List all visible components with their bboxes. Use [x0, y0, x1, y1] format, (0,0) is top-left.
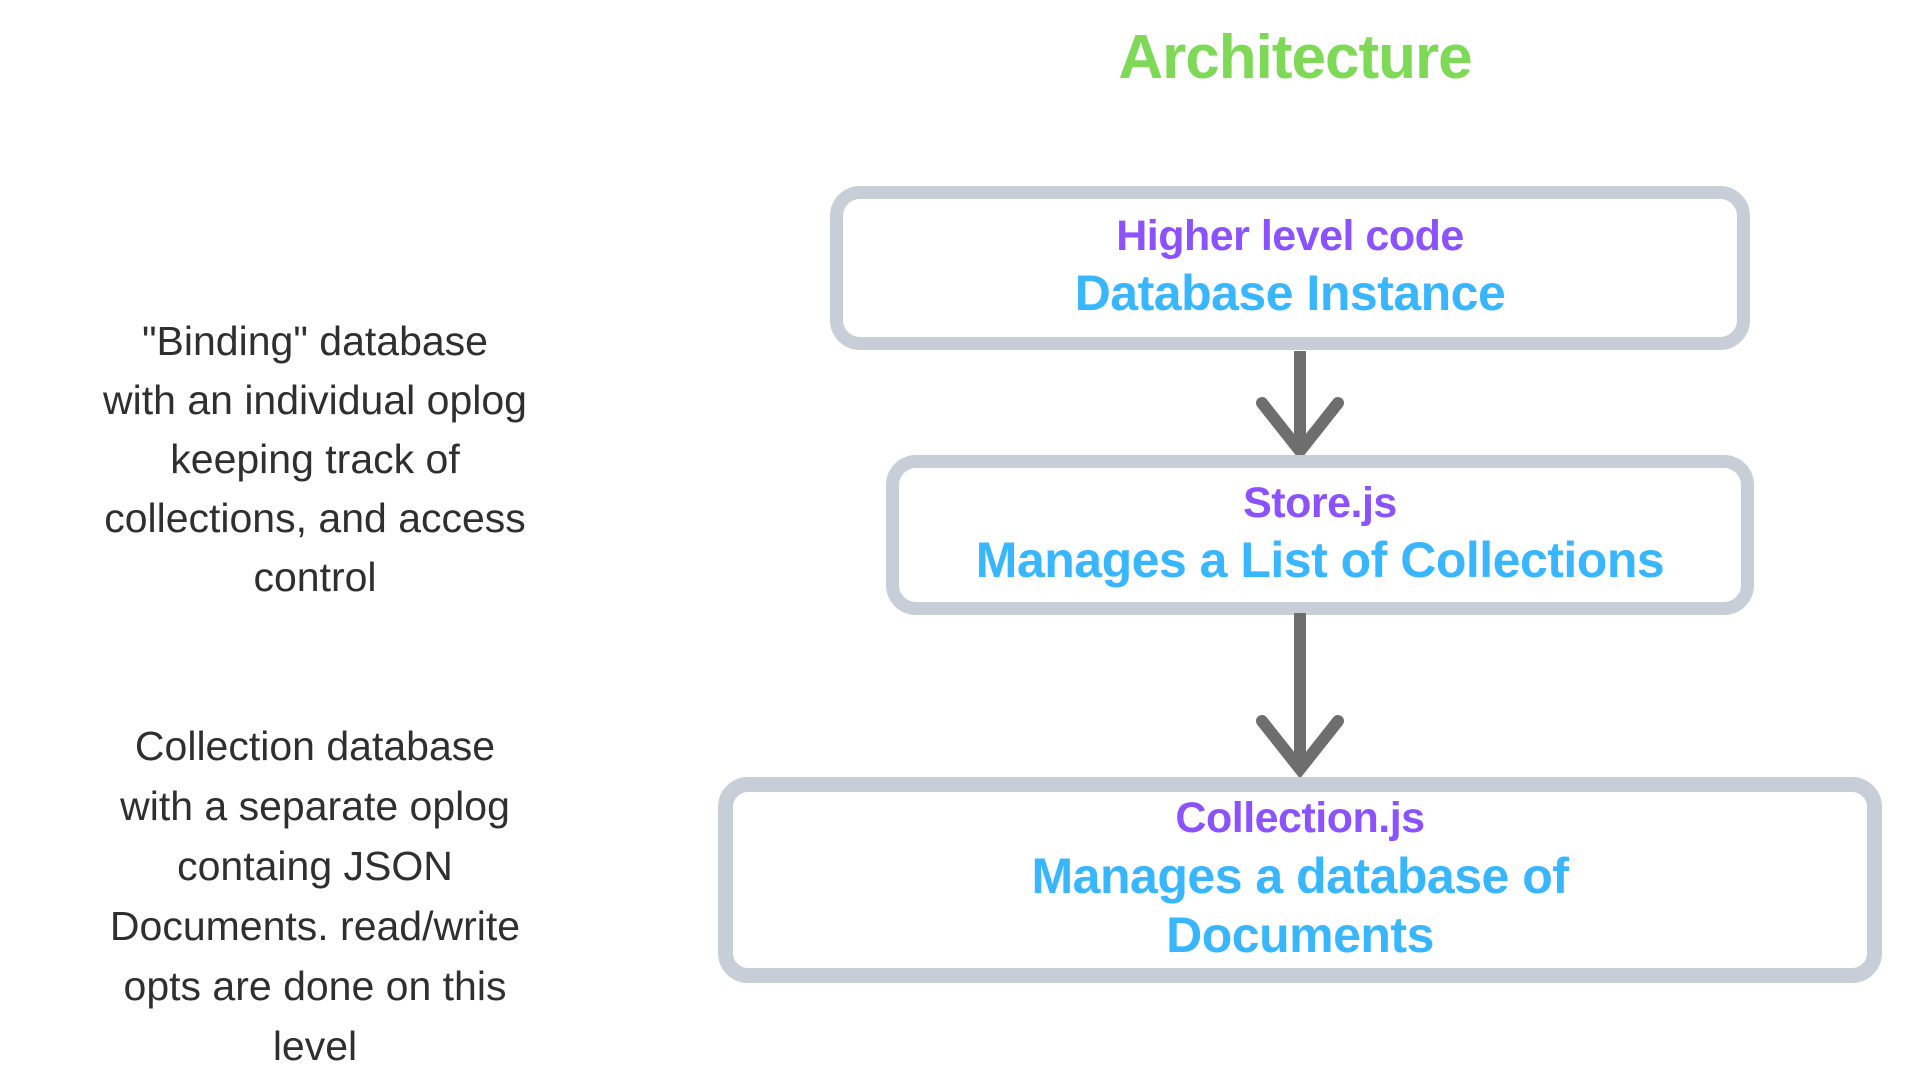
box-database-instance-subtitle: Higher level code: [1116, 211, 1464, 260]
box-collection-js-title: Manages a database of Documents: [1031, 847, 1569, 963]
box-database-instance-title: Database Instance: [1074, 265, 1506, 322]
note-binding-database: "Binding" database with an individual op…: [103, 318, 527, 600]
arrow-down-icon: [1256, 351, 1344, 461]
box-store-js-title: Manages a List of Collections: [975, 532, 1665, 589]
note-collection-database: Collection database with a separate oplo…: [109, 723, 521, 1069]
box-collection-js: Collection.js Manages a database of Docu…: [718, 777, 1882, 983]
box-store-js-subtitle: Store.js: [1243, 478, 1397, 527]
arrow-down-icon: [1256, 613, 1344, 779]
page-title: Architecture: [1118, 23, 1472, 92]
box-database-instance: Higher level code Database Instance: [830, 186, 1750, 350]
box-store-js: Store.js Manages a List of Collections: [886, 455, 1754, 615]
box-collection-js-subtitle: Collection.js: [1175, 794, 1425, 843]
